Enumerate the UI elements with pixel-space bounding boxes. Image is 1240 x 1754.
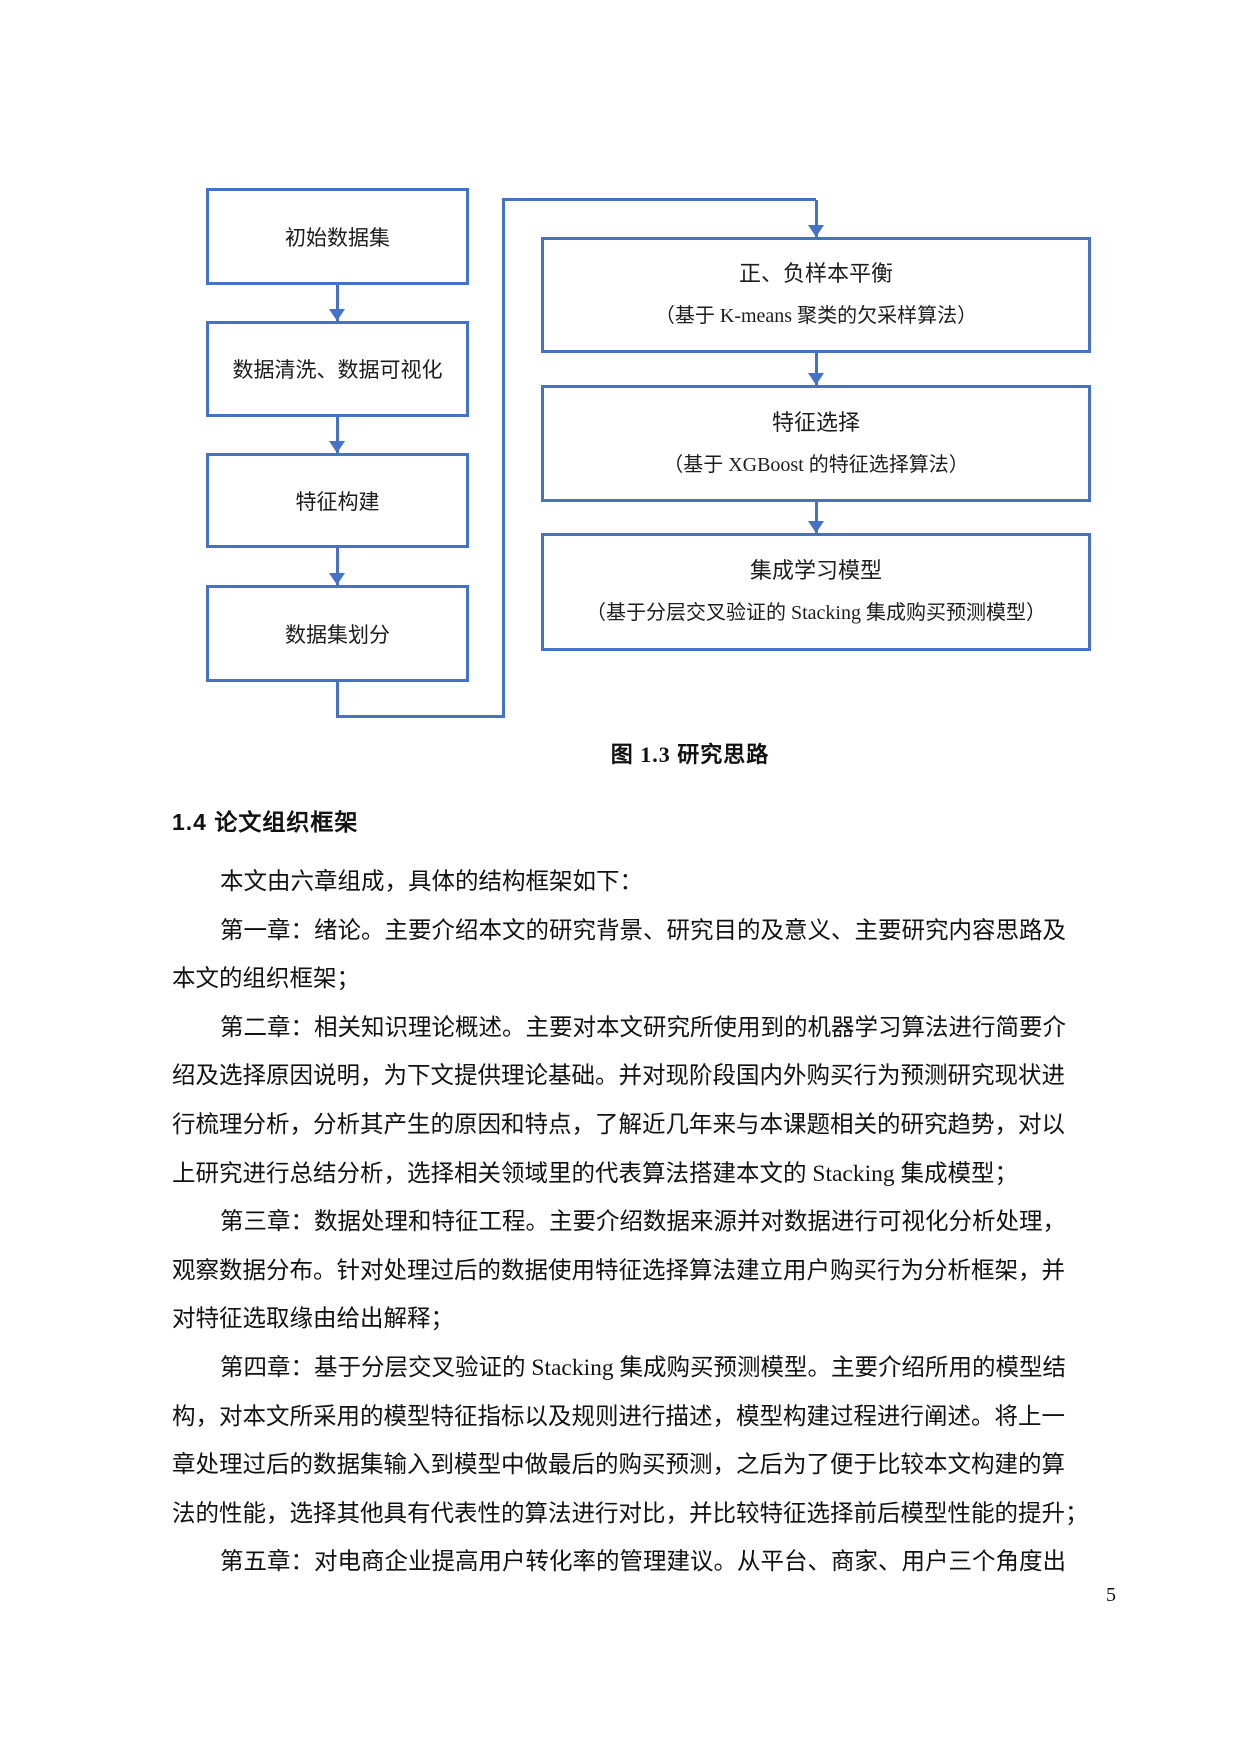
body-text-line: 第五章：对电商企业提高用户转化率的管理建议。从平台、商家、用户三个角度出 bbox=[220, 1549, 1066, 1576]
flow-box-title: 集成学习模型 bbox=[749, 558, 882, 583]
flow-box-label: 数据清洗、数据可视化 bbox=[232, 358, 443, 382]
flow-box-title: 特征选择 bbox=[771, 409, 860, 435]
body-text-line: 本文的组织框架； bbox=[172, 966, 360, 993]
body-text-line: 本文由六章组成，具体的结构框架如下： bbox=[220, 869, 643, 895]
flow-connector-segment bbox=[336, 682, 339, 718]
flow-box-feature-selection: 特征选择 （基于 XGBoost 的特征选择算法） bbox=[541, 385, 1091, 502]
flow-connector-segment bbox=[502, 198, 505, 718]
body-text-line: 第二章：相关知识理论概述。主要对本文研究所使用到的机器学习算法进行简要介 bbox=[220, 1014, 1066, 1041]
flow-box-initial-dataset: 初始数据集 bbox=[206, 188, 469, 285]
flow-box-label: 初始数据集 bbox=[285, 225, 390, 250]
flow-box-data-cleaning-visualization: 数据清洗、数据可视化 bbox=[206, 321, 469, 417]
section-heading: 1.4 论文组织框架 bbox=[172, 809, 359, 835]
flow-arrow-down-icon bbox=[814, 200, 818, 237]
flow-box-title: 正、负样本平衡 bbox=[738, 261, 893, 286]
flow-box-ensemble-model: 集成学习模型 （基于分层交叉验证的 Stacking 集成购买预测模型） bbox=[541, 533, 1091, 651]
body-text-line: 第三章：数据处理和特征工程。主要介绍数据来源并对数据进行可视化分析处理， bbox=[220, 1209, 1066, 1236]
body-text-line: 绍及选择原因说明，为下文提供理论基础。并对现阶段国内外购买行为预测研究现状进 bbox=[172, 1063, 1065, 1090]
body-text-line: 构，对本文所采用的模型特征指标以及规则进行描述，模型构建过程进行阐述。将上一 bbox=[172, 1403, 1065, 1430]
flow-box-subtitle: （基于 K-means 聚类的欠采样算法） bbox=[654, 305, 978, 327]
body-text-line: 第四章：基于分层交叉验证的 Stacking 集成购买预测模型。主要介绍所用的模… bbox=[220, 1354, 1066, 1381]
body-text-line: 章处理过后的数据集输入到模型中做最后的购买预测，之后为了便于比较本文构建的算 bbox=[172, 1452, 1065, 1479]
page-number: 5 bbox=[1106, 1584, 1116, 1606]
body-text: 本文由六章组成，具体的结构框架如下： 第一章：绪论。主要介绍本文的研究背景、研究… bbox=[172, 858, 1102, 1587]
flow-arrow-down-icon bbox=[814, 353, 818, 385]
flow-box-sample-balancing: 正、负样本平衡 （基于 K-means 聚类的欠采样算法） bbox=[541, 237, 1091, 353]
flow-box-subtitle: （基于 XGBoost 的特征选择算法） bbox=[663, 453, 969, 476]
flow-box-label: 数据集划分 bbox=[285, 622, 390, 647]
figure-caption: 图 1.3 研究思路 bbox=[610, 742, 770, 767]
body-text-line: 对特征选取缘由给出解释； bbox=[172, 1306, 454, 1333]
flow-arrow-down-icon bbox=[335, 285, 339, 321]
flow-arrow-down-icon bbox=[814, 502, 818, 533]
body-text-line: 第一章：绪论。主要介绍本文的研究背景、研究目的及意义、主要研究内容思路及 bbox=[220, 917, 1066, 944]
body-text-line: 上研究进行总结分析，选择相关领域里的代表算法搭建本文的 Stacking 集成模… bbox=[172, 1160, 1018, 1187]
flow-connector-segment bbox=[502, 198, 816, 201]
flow-box-feature-construction: 特征构建 bbox=[206, 453, 469, 548]
flow-connector-segment bbox=[336, 715, 505, 718]
body-text-line: 行梳理分析，分析其产生的原因和特点，了解近几年来与本课题相关的研究趋势，对以 bbox=[172, 1111, 1065, 1138]
flow-arrow-down-icon bbox=[335, 548, 339, 585]
flow-box-subtitle: （基于分层交叉验证的 Stacking 集成购买预测模型） bbox=[586, 602, 1046, 624]
flow-box-label: 特征构建 bbox=[295, 489, 380, 514]
flow-box-dataset-split: 数据集划分 bbox=[206, 585, 469, 682]
body-text-line: 观察数据分布。针对处理过后的数据使用特征选择算法建立用户购买行为分析框架，并 bbox=[172, 1257, 1065, 1284]
body-text-line: 法的性能，选择其他具有代表性的算法进行对比，并比较特征选择前后模型性能的提升； bbox=[172, 1500, 1089, 1527]
flow-arrow-down-icon bbox=[335, 417, 339, 453]
